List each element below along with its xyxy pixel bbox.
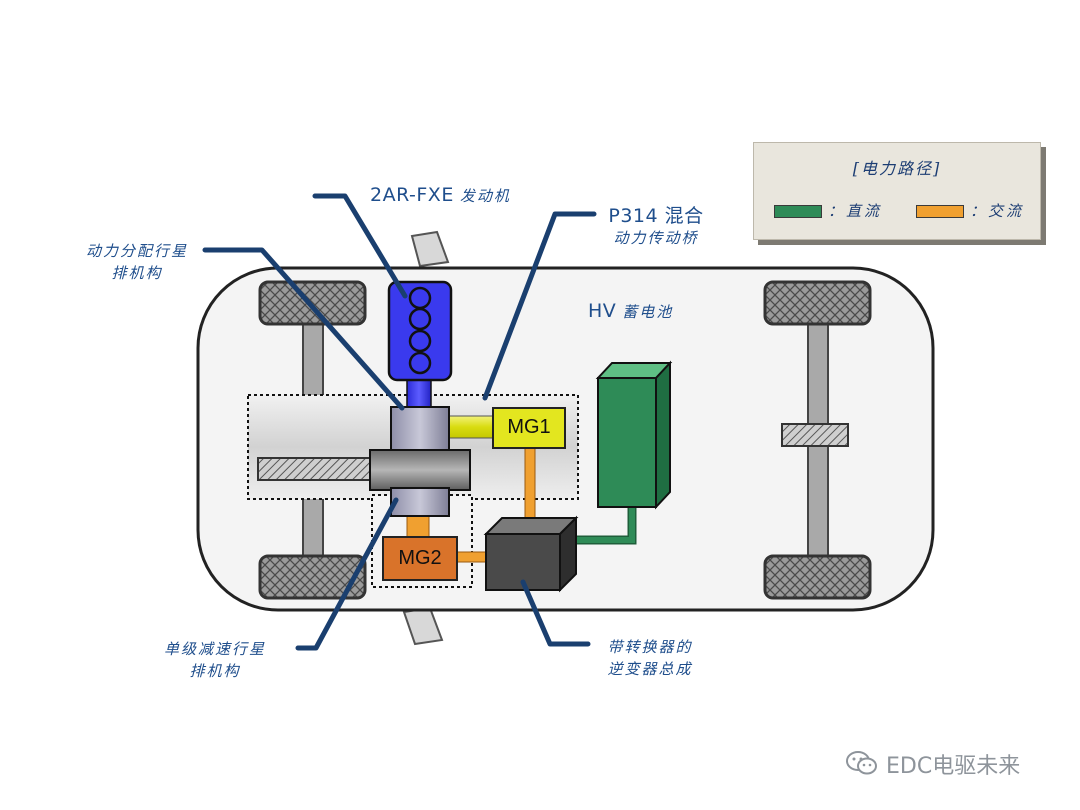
battery-label: HV 蓄电池 xyxy=(588,300,673,323)
dc-label: ：直流 xyxy=(828,202,883,220)
watermark-text: EDC电驱未来 xyxy=(886,754,1021,779)
engine-model: 2AR-FXE xyxy=(370,184,454,206)
engine-block xyxy=(387,280,453,413)
reduction-line2: 排机构 xyxy=(189,662,241,680)
wechat-icon xyxy=(846,751,877,775)
reduction-label: 单级减速行星 排机构 xyxy=(140,638,290,682)
inverter-line1: 带转换器的 xyxy=(607,638,693,656)
drive-shaft xyxy=(257,457,371,481)
psd-label: 动力分配行星 排机构 xyxy=(64,240,210,284)
engine-cn: 发动机 xyxy=(459,187,511,205)
inverter-assembly xyxy=(483,515,579,593)
leader-transaxle xyxy=(482,211,597,401)
transaxle-label: P314 混合 动力传动桥 xyxy=(596,205,716,249)
reduction-line1: 单级减速行星 xyxy=(163,640,266,658)
power-split-device xyxy=(369,406,471,517)
dc-swatch xyxy=(774,205,822,218)
leader-psd xyxy=(202,247,405,411)
wheel-front-left xyxy=(258,280,367,326)
transaxle-line2: 动力传动桥 xyxy=(613,229,699,247)
ac-swatch xyxy=(916,205,964,218)
mg1-motor xyxy=(492,407,566,449)
leader-lines xyxy=(202,193,597,651)
battery-prefix: HV xyxy=(588,300,617,322)
ac-label: ：交流 xyxy=(970,202,1025,220)
rear-differential xyxy=(781,423,849,447)
mg1-shaft xyxy=(446,415,496,439)
mg2-motor xyxy=(382,536,458,581)
battery-cn: 蓄电池 xyxy=(622,303,674,321)
legend-title: [电力路径] xyxy=(852,159,942,178)
psd-line2: 排机构 xyxy=(111,264,163,282)
wheel-rear-right xyxy=(763,554,872,600)
wheel-front-right xyxy=(258,554,367,600)
leader-inverter xyxy=(520,579,591,647)
psd-line1: 动力分配行星 xyxy=(85,242,188,260)
leader-engine xyxy=(312,193,408,299)
wheel-rear-left xyxy=(763,280,872,326)
transaxle-line1: P314 混合 xyxy=(608,205,704,227)
inverter-line2: 逆变器总成 xyxy=(607,660,693,678)
leader-reduction xyxy=(295,497,399,651)
mg1-label: MG1 xyxy=(507,416,551,438)
inverter-label: 带转换器的 逆变器总成 xyxy=(590,636,710,680)
legend-box: [电力路径] ：直流 ：交流 xyxy=(753,142,1041,240)
hv-battery xyxy=(595,360,673,510)
engine-label: 2AR-FXE 发动机 xyxy=(370,184,511,207)
mg2-label: MG2 xyxy=(398,547,442,569)
